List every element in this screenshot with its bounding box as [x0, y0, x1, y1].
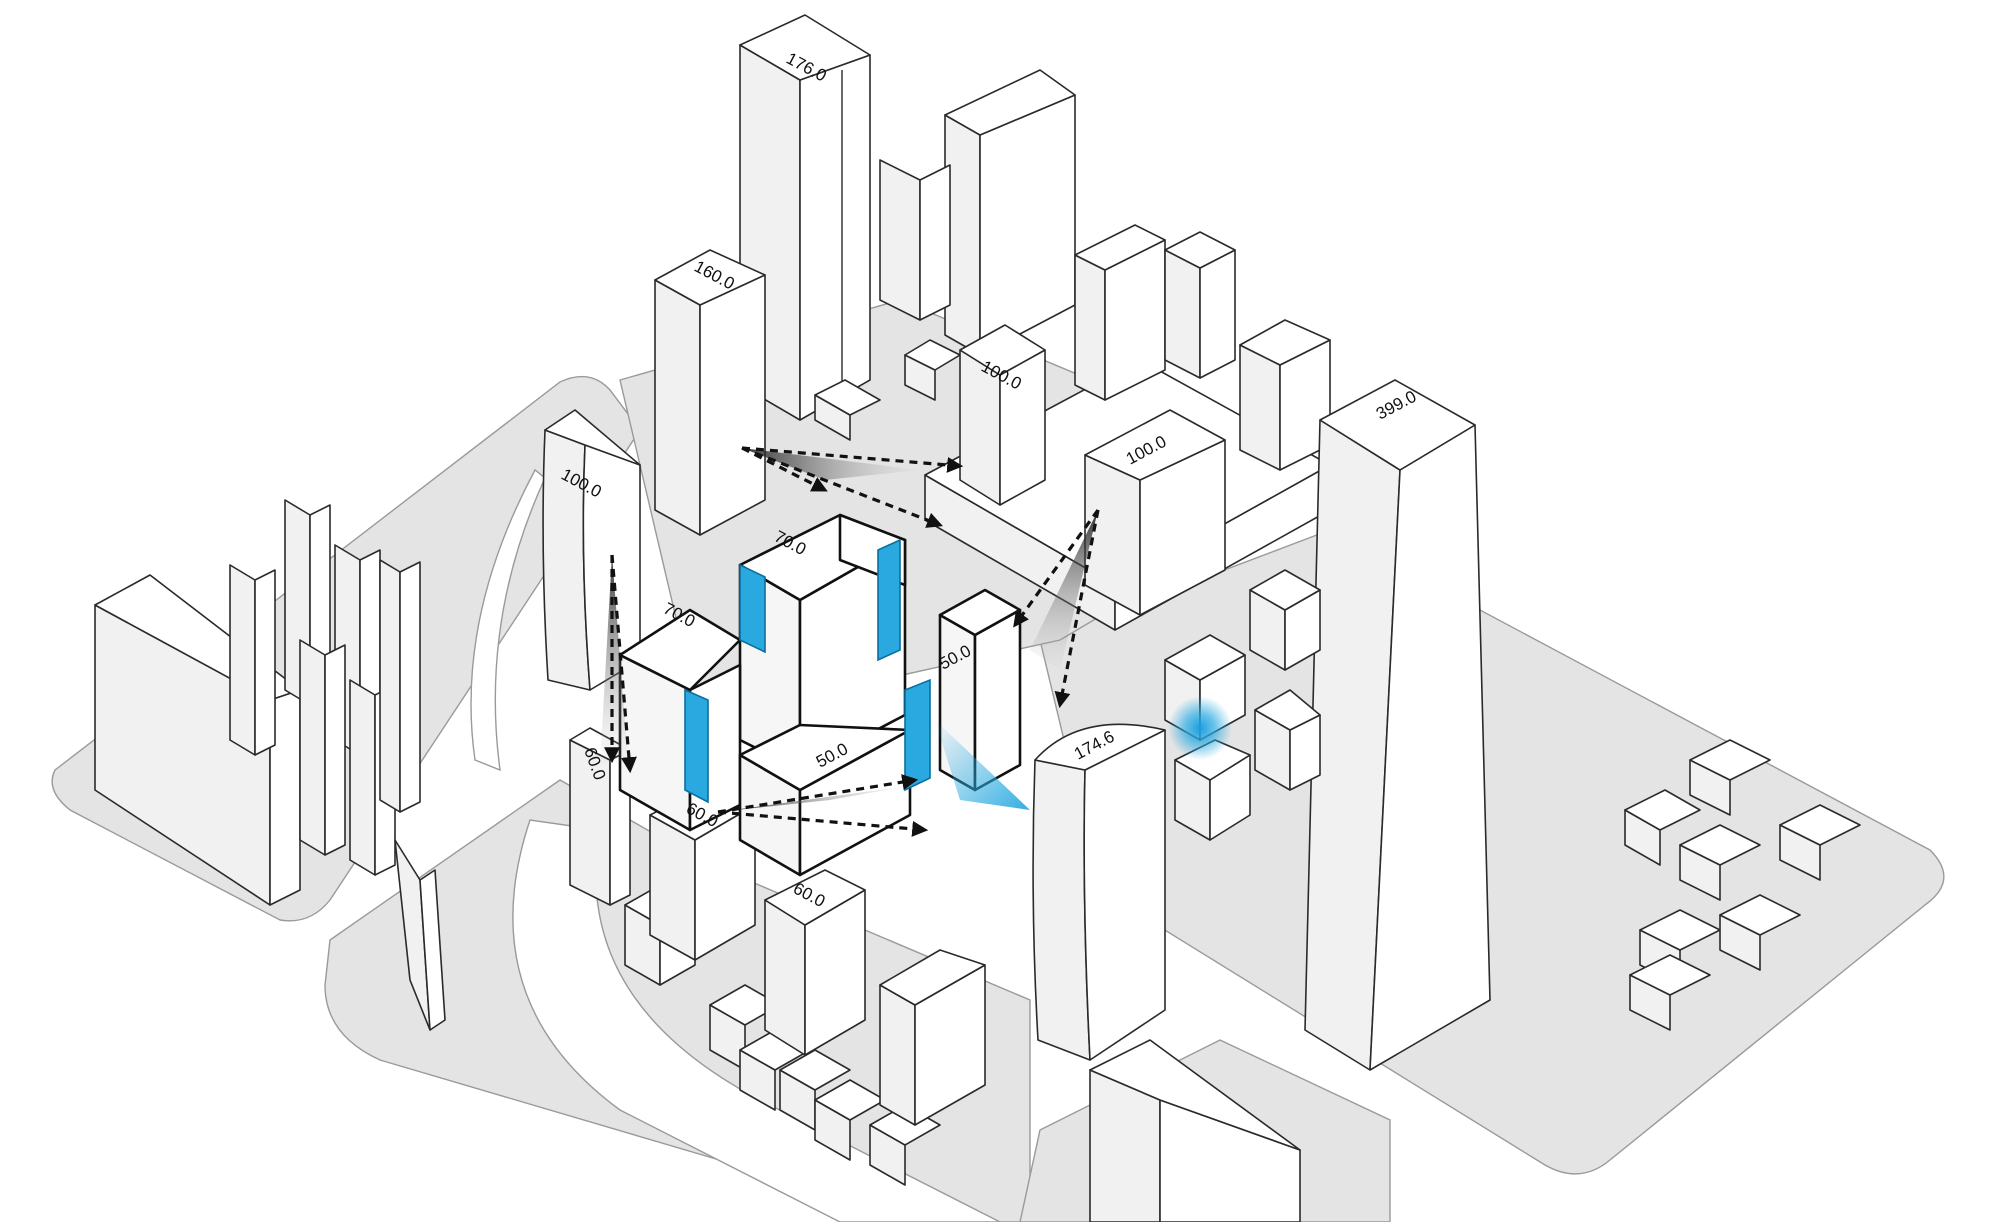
- plaza-east: [1039, 529, 1945, 1175]
- glazing-strip: [877, 538, 901, 662]
- view-cone: [742, 448, 920, 480]
- view-arrow: [1013, 509, 1100, 628]
- view-arrow: [1054, 509, 1100, 709]
- west-residential-cluster: [94, 499, 446, 1031]
- glazing-strip: [739, 563, 766, 654]
- east-low-rise: [1164, 569, 1861, 1031]
- view-arrow: [741, 446, 943, 528]
- project-buildings: [618, 513, 1022, 877]
- glazing-strip: [684, 688, 709, 804]
- curved-tower-174: [1032, 723, 1166, 1061]
- view-cone: [1030, 510, 1098, 670]
- south-low-rise: [569, 727, 1301, 1222]
- view-arrow: [741, 446, 964, 473]
- landmark-tower: [1304, 379, 1491, 1071]
- glazing-strip: [904, 678, 931, 792]
- north-towers: [542, 14, 1076, 691]
- view-cones: [600, 448, 1232, 812]
- view-cone: [600, 555, 628, 765]
- view-arrow: [717, 810, 929, 837]
- view-point-blue: [1168, 696, 1232, 760]
- slender-towers: [229, 499, 421, 876]
- northeast-blocks: [924, 224, 1331, 631]
- view-cone-blue: [935, 720, 1030, 810]
- view-arrow: [610, 554, 637, 774]
- view-arrows: [604, 446, 1100, 837]
- view-arrow: [717, 774, 919, 814]
